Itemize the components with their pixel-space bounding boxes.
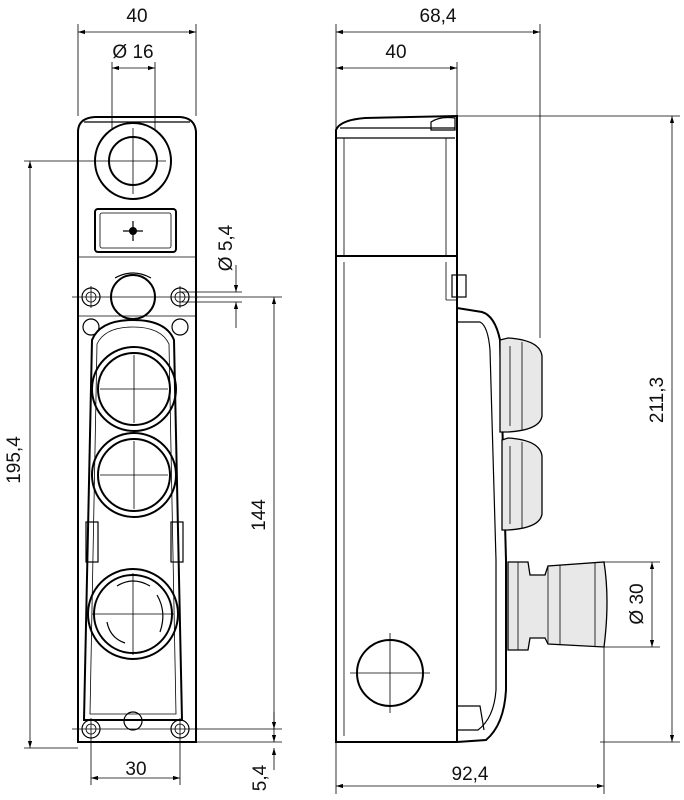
dim-hole-spacing-vertical: 144 (249, 499, 270, 531)
dim-estop-diameter: Ø 30 (627, 583, 648, 624)
dim-total-width: 92,4 (452, 764, 489, 785)
dim-housing-depth: 40 (385, 42, 406, 63)
side-view: 68,4 40 211,3 Ø 30 92,4 (335, 6, 680, 794)
dim-bottom-offset: 5,4 (250, 764, 271, 791)
dim-button-diameter: Ø 16 (112, 42, 153, 63)
front-view: 40 Ø 16 Ø 5,4 195,4 144 30 5,4 (4, 6, 282, 791)
dim-top-width: 40 (126, 6, 147, 27)
dim-overall-height-side: 211,3 (647, 377, 668, 423)
dim-total-depth: 68,4 (420, 6, 457, 27)
dim-mount-hole: Ø 5,4 (216, 224, 237, 271)
dim-hole-spacing-horizontal: 30 (125, 759, 146, 780)
dim-overall-height: 195,4 (4, 436, 25, 484)
